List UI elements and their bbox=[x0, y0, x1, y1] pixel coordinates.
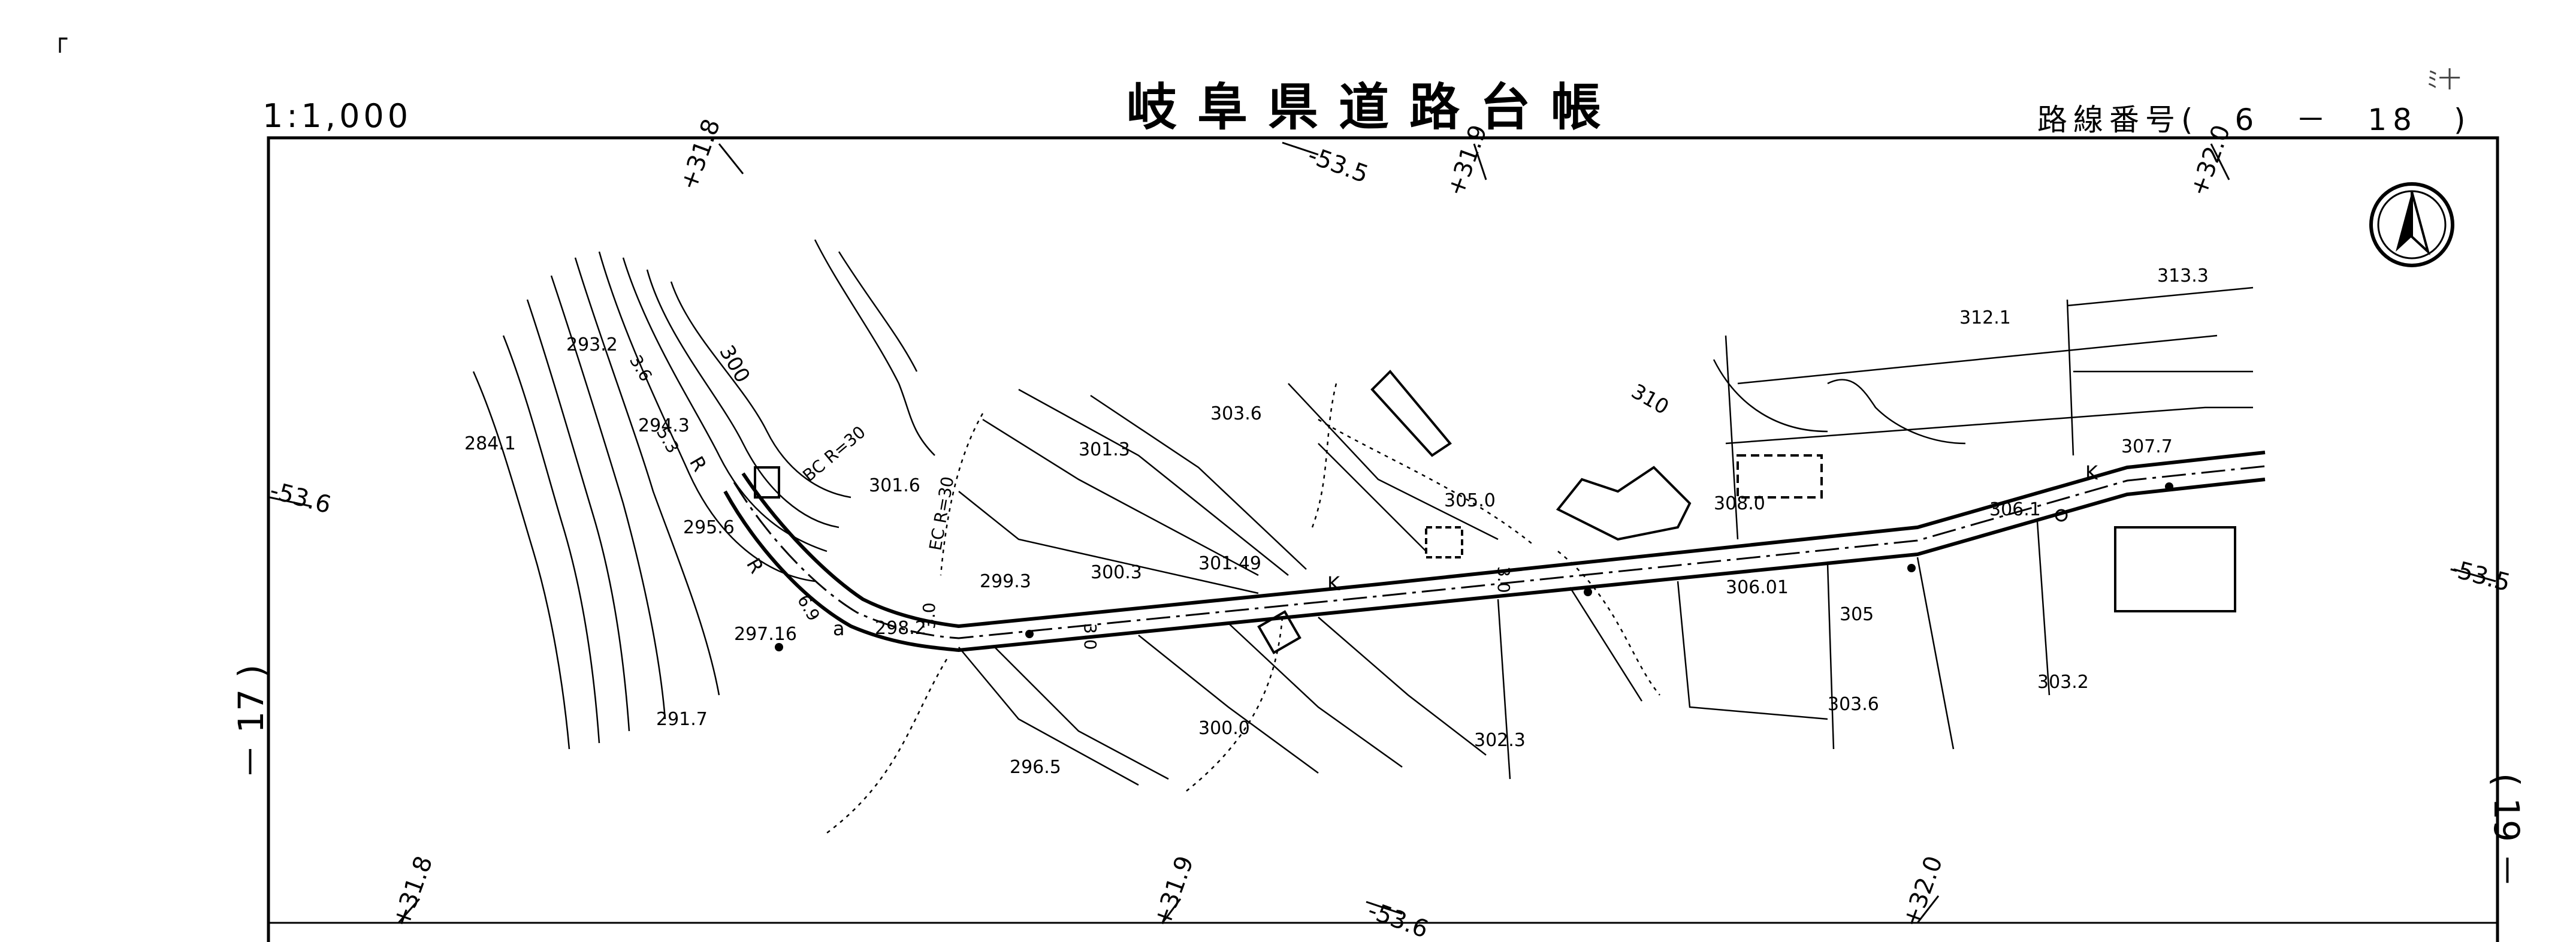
grid-bottom-2: +31.9 bbox=[1148, 853, 1199, 931]
elevation-label: 308.0 bbox=[1714, 493, 1765, 514]
elevation-label: 300.0 bbox=[1198, 718, 1250, 739]
north-arrow-icon bbox=[2369, 182, 2454, 267]
grid-top-2: -53.5 bbox=[1304, 141, 1372, 189]
road-mark: a bbox=[833, 617, 845, 640]
grid-top-1: +31.8 bbox=[675, 116, 726, 194]
elevation-label: 301.49 bbox=[1198, 553, 1261, 574]
grid-top-4: +32.0 bbox=[2185, 122, 2236, 200]
elevation-label: 303.6 bbox=[1210, 403, 1262, 424]
route-number: 路線番号( 6 － 18 ) bbox=[2037, 102, 2472, 137]
elevation-label: 293.2 bbox=[566, 334, 618, 355]
road-mark: R bbox=[742, 554, 768, 577]
grid-right: -53.5 bbox=[2446, 554, 2513, 597]
road-mark: K bbox=[2085, 461, 2098, 484]
elevation-labels: 293.2 284.1 294.3 295.6 297.16 291.7 301… bbox=[464, 265, 2209, 778]
buildings bbox=[754, 370, 2236, 654]
elevation-label: 296.5 bbox=[1010, 757, 1061, 778]
elevation-label: 305 bbox=[1840, 604, 1874, 625]
elevation-label: 284.1 bbox=[464, 433, 516, 454]
curve-label: 3.0 bbox=[1080, 623, 1100, 650]
elevation-label: 301.6 bbox=[869, 475, 920, 496]
elevation-label: 303.2 bbox=[2037, 672, 2089, 693]
contour-labels: 300 310 bbox=[714, 342, 1673, 420]
corner-mark: ┌ bbox=[53, 25, 68, 53]
elevation-label: 307.7 bbox=[2121, 436, 2173, 457]
survey-points bbox=[775, 482, 2173, 651]
main-road bbox=[723, 451, 2266, 653]
grid-left: -53.6 bbox=[267, 476, 334, 519]
curve-label: 3.0 bbox=[919, 602, 939, 629]
elevation-label: 295.6 bbox=[683, 517, 735, 538]
elevation-label: 313.3 bbox=[2157, 265, 2209, 286]
curve-label: BC R=30 bbox=[799, 422, 869, 485]
curve-label: 3.0 bbox=[1494, 566, 1514, 593]
page-title: 岐阜県道路台帳 bbox=[1127, 78, 1622, 137]
marker-circle bbox=[2055, 509, 2068, 522]
grid-bottom-4: +32.0 bbox=[1897, 853, 1948, 931]
grid-top-3: +31.9 bbox=[1442, 122, 1493, 200]
elevation-label: 305.0 bbox=[1444, 490, 1496, 511]
elevation-label: 302.3 bbox=[1474, 730, 1526, 751]
elevation-label: 297.16 bbox=[734, 624, 797, 645]
elevation-label: 298.2 bbox=[875, 618, 926, 639]
elevation-label: 303.6 bbox=[1828, 694, 1879, 715]
elevation-label: 294.3 bbox=[638, 415, 690, 436]
grid-ticks bbox=[269, 141, 2496, 923]
grid-bottom-1: +31.8 bbox=[387, 853, 438, 931]
road-mark: K bbox=[1327, 572, 1340, 595]
grid-bottom-3: -53.6 bbox=[1364, 896, 1432, 942]
contour-label: 310 bbox=[1627, 379, 1673, 419]
map-frame bbox=[267, 136, 2499, 942]
curve-labels: BC R=30 EC R=30 3.6 5.3 6.9 3.0 3.0 3.0 bbox=[626, 352, 1514, 650]
elevation-label: 291.7 bbox=[656, 709, 708, 730]
embankment-lines bbox=[826, 383, 1660, 834]
elevation-label: 300.3 bbox=[1091, 562, 1142, 583]
initials-mark: ﾐ十 bbox=[2427, 67, 2462, 93]
curve-label: EC R=30 bbox=[925, 475, 958, 552]
elevation-label: 306.01 bbox=[1726, 577, 1789, 598]
scale-label: 1:1,000 bbox=[262, 97, 412, 135]
elevation-label: 299.3 bbox=[980, 571, 1031, 592]
grid-coordinate-labels: +31.8 -53.5 +31.9 +32.0 +31.8 +31.9 -53.… bbox=[267, 116, 2513, 942]
elevation-label: 301.3 bbox=[1079, 439, 1130, 460]
road-marks: K K R R a bbox=[685, 452, 2098, 640]
elevation-label: 312.1 bbox=[1959, 307, 2011, 328]
elevation-label: 306.1 bbox=[1989, 499, 2041, 520]
curve-label: 3.6 bbox=[626, 352, 656, 385]
curve-label: 6.9 bbox=[793, 591, 824, 624]
parcel-lines bbox=[958, 286, 2254, 786]
